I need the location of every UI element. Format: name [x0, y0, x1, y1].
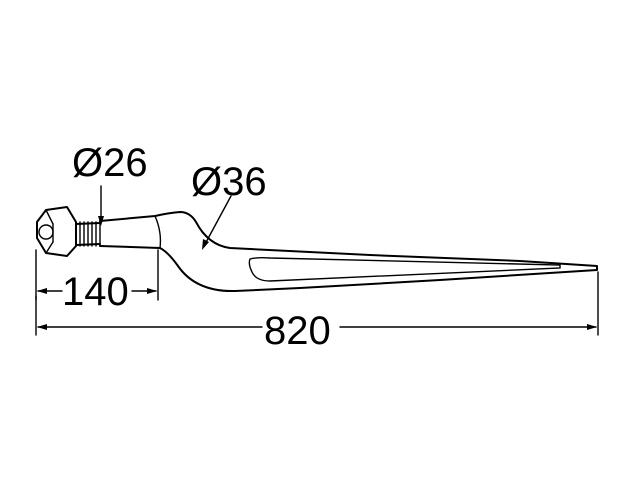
shaft-diameter-label: Ø26 — [72, 141, 148, 185]
body-diameter-leader — [202, 195, 232, 250]
dimension-140 — [35, 249, 159, 301]
tine-body — [99, 211, 598, 293]
hex-nut — [36, 206, 77, 257]
total-length-label: 820 — [264, 309, 331, 353]
dimension-820 — [35, 271, 599, 336]
body-diameter-label: Ø36 — [191, 160, 267, 204]
thread-length-label: 140 — [62, 270, 129, 314]
threaded-shaft — [75, 220, 101, 247]
shaft-diameter-leader — [98, 185, 104, 226]
